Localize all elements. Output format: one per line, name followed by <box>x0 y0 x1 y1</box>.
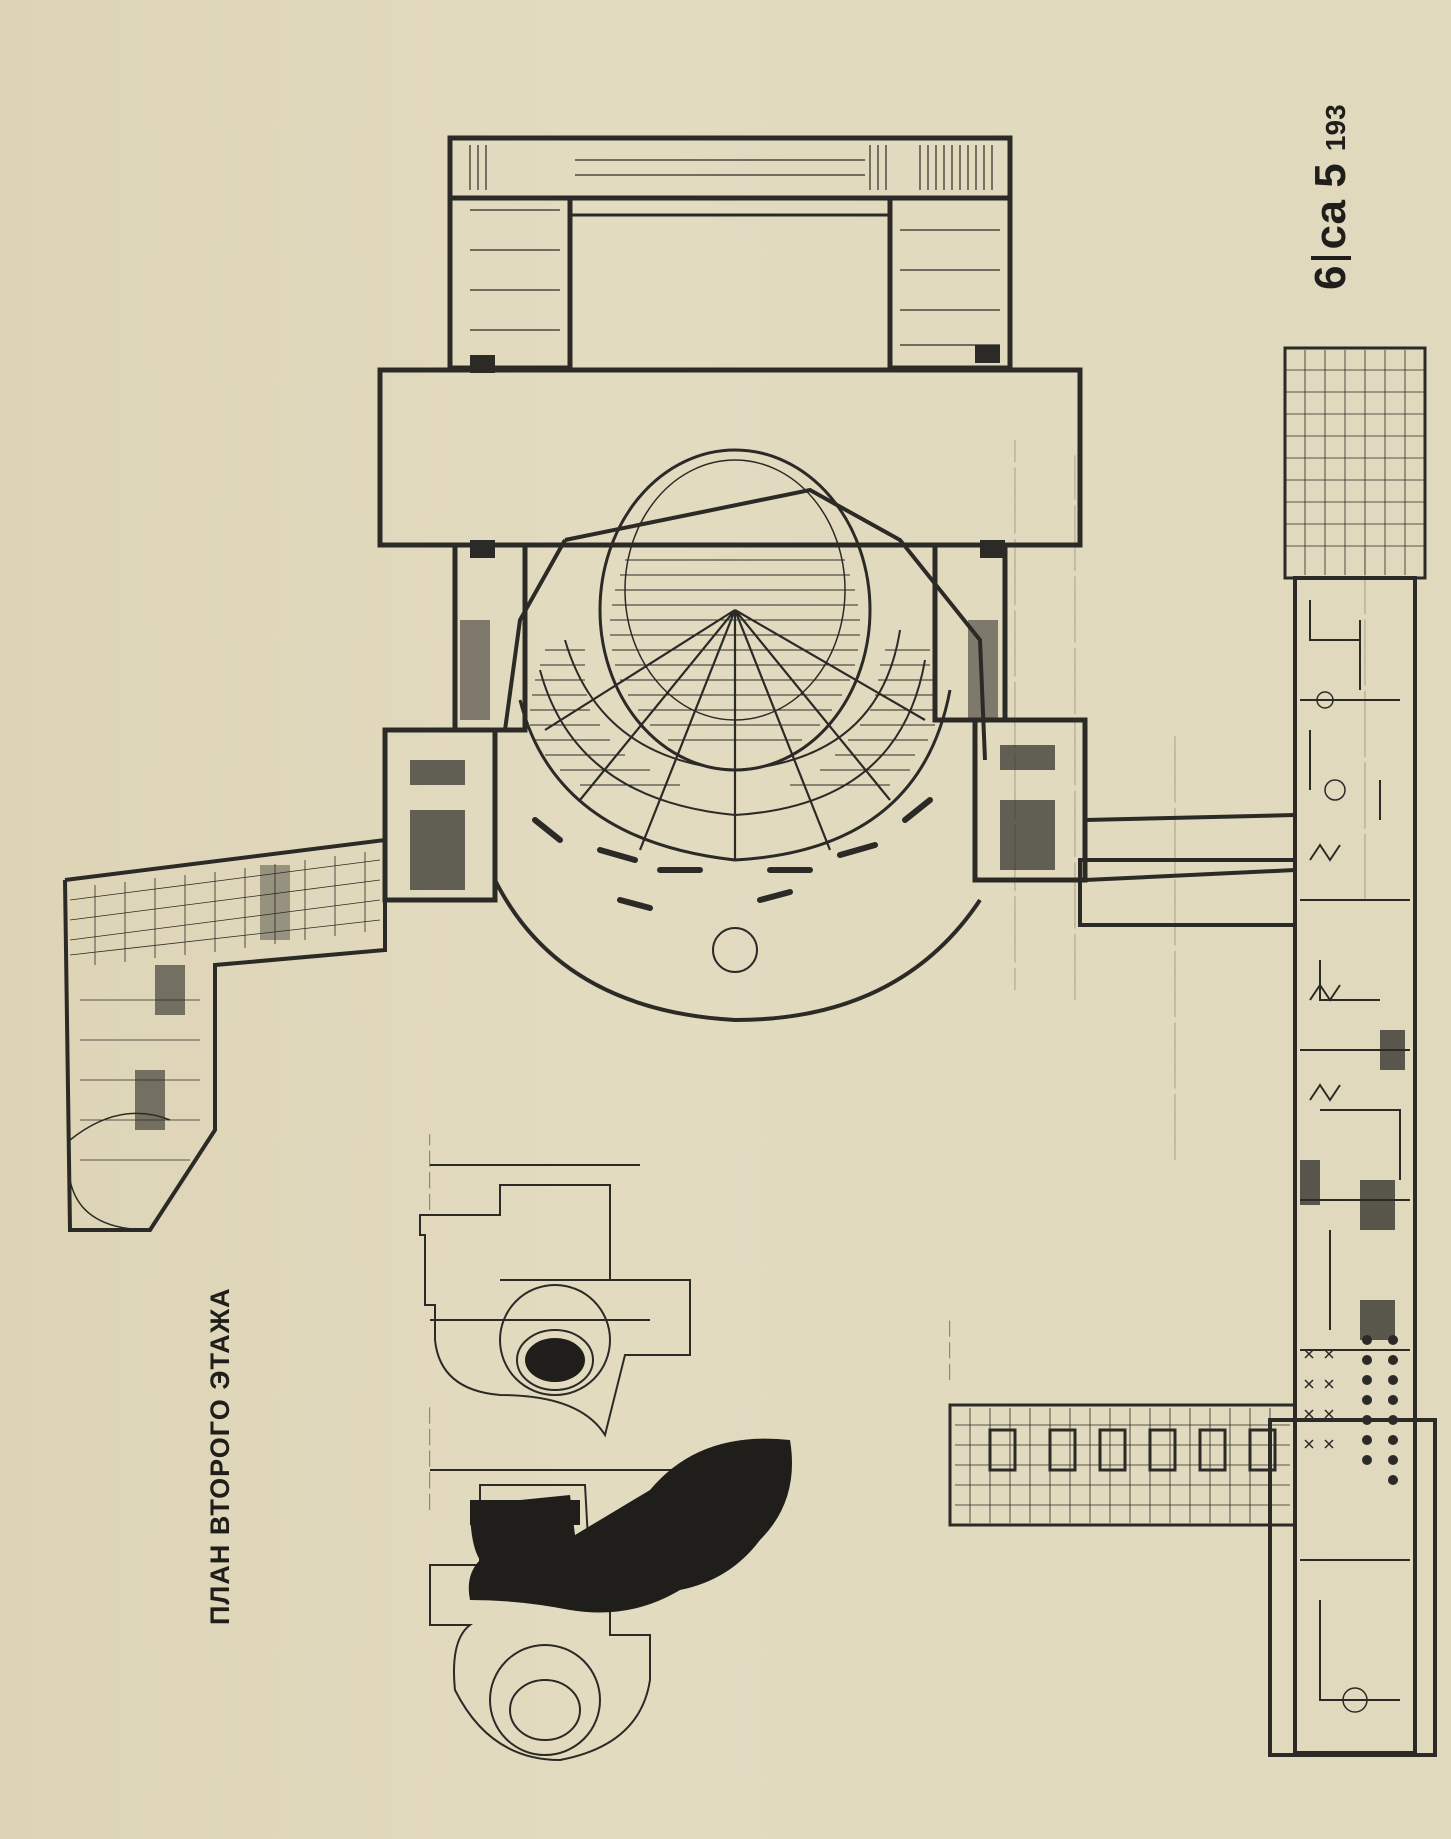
diagram-caption: ——— ——— ——— ——— ——— <box>425 1407 435 1510</box>
journal-issue-mark: 6 са 5 193 <box>1306 104 1356 290</box>
right-wing <box>948 346 1437 1757</box>
upper-wing <box>377 135 1083 548</box>
small-diagram-upper <box>419 1164 691 1438</box>
plan-title: ПЛАН ВТОРОГО ЭТАЖА <box>205 1287 235 1625</box>
diagram-caption: ——— ——— ——— <box>945 1320 955 1380</box>
small-diagram-lower <box>429 1469 700 1762</box>
auditorium <box>493 448 987 1023</box>
journal-year: 193 <box>1320 104 1351 152</box>
journal-name: са <box>1306 200 1355 250</box>
crowd-silhouette <box>468 1438 792 1613</box>
journal-issue: 5 <box>1306 163 1355 188</box>
separator-bar <box>1311 255 1351 260</box>
journal-number: 6 <box>1306 265 1355 290</box>
diagram-caption: ——— ——— ——— —— <box>425 1134 435 1210</box>
left-wing <box>63 837 387 1232</box>
